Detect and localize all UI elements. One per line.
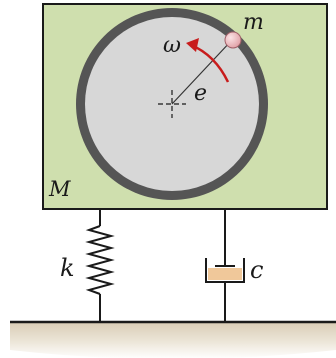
eccentricity-line [171, 39, 233, 105]
label-omega: ω [163, 33, 181, 58]
spring [85, 209, 115, 322]
center-crosshair [158, 90, 186, 118]
label-e: e [194, 81, 207, 106]
small-mass-m [224, 31, 242, 49]
label-k: k [60, 254, 75, 282]
label-c: c [250, 256, 263, 284]
ground [10, 322, 336, 358]
rotation-arrowhead [186, 38, 199, 52]
damper [205, 209, 245, 322]
label-M: M [48, 177, 71, 201]
label-m: m [243, 10, 264, 35]
